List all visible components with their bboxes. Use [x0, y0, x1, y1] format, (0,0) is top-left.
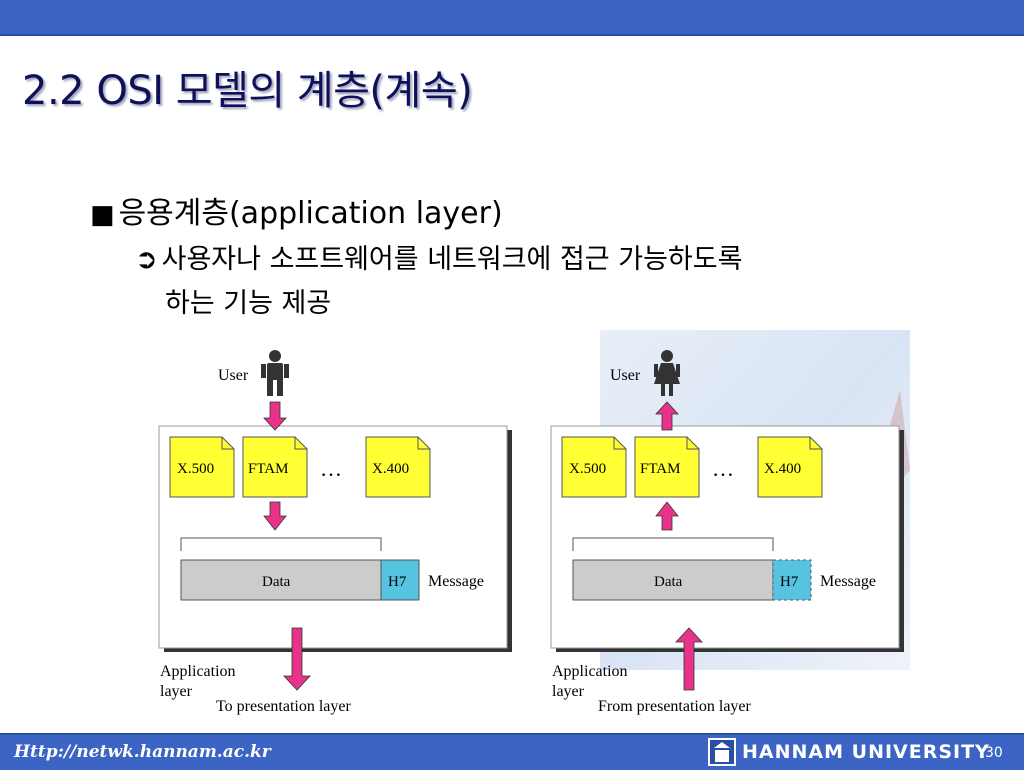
arrow-up-icon: [655, 401, 679, 431]
diagram-sender: User X.500 FTAM … X.400 Data H7 Message: [158, 350, 512, 715]
bullet-text: 응용계층(application layer): [118, 196, 503, 231]
service-x500: X.500: [177, 461, 214, 477]
square-bullet-icon: ■: [90, 200, 115, 230]
arrow-down-icon: [263, 501, 287, 531]
description-line2: 하는 기능 제공: [165, 288, 332, 319]
document-x400: X.400: [365, 436, 431, 498]
data-block: [572, 559, 774, 601]
service-ftam: FTAM: [248, 461, 288, 477]
layer-label-line1: Application: [552, 663, 628, 680]
top-bar: [0, 0, 1024, 36]
bottom-label: To presentation layer: [216, 698, 352, 715]
footer-bar: Http://netwk.hannam.ac.kr HANNAM UNIVERS…: [0, 733, 1024, 770]
arrow-bullet-icon: ➲: [135, 244, 158, 275]
service-x500: X.500: [569, 461, 606, 477]
slide-title: 2.2 OSI 모델의 계층(계속): [22, 68, 473, 114]
h7-header-block: [380, 559, 420, 601]
data-bracket: [180, 537, 382, 551]
user-female-icon: [654, 350, 680, 396]
university-name: HANNAM UNIVERSITY: [742, 741, 990, 763]
user-male-icon: [261, 350, 289, 396]
h7-label: H7: [780, 574, 799, 590]
message-label: Message: [428, 573, 484, 590]
service-x400: X.400: [372, 461, 409, 477]
description-line1: 사용자나 소프트웨어를 네트워크에 접근 가능하도록: [161, 244, 743, 275]
document-x500: X.500: [169, 436, 235, 498]
arrow-up-icon: [655, 501, 679, 531]
document-x500: X.500: [561, 436, 627, 498]
layer-label-line2: layer: [160, 683, 193, 700]
data-label: Data: [262, 574, 291, 590]
bullet-description: ➲사용자나 소프트웨어를 네트워크에 접근 가능하도록 하는 기능 제공: [135, 238, 955, 326]
document-x400: X.400: [757, 436, 823, 498]
arrow-up-icon: [675, 627, 703, 691]
arrow-down-icon: [283, 627, 311, 691]
user-label: User: [218, 367, 249, 384]
message-label: Message: [820, 573, 876, 590]
service-x400: X.400: [764, 461, 801, 477]
diagram-receiver: User X.500 FTAM … X.400 Data H7 Message …: [550, 350, 904, 715]
layer-label-line1: Application: [160, 663, 236, 680]
bullet-application-layer: ■응용계층(application layer): [90, 188, 503, 232]
document-ftam: FTAM: [634, 436, 700, 498]
bottom-label: From presentation layer: [598, 698, 752, 715]
ellipsis: …: [712, 456, 734, 481]
footer-url-link[interactable]: Http://netwk.hannam.ac.kr: [14, 742, 271, 762]
document-ftam: FTAM: [242, 436, 308, 498]
arrow-down-icon: [263, 401, 287, 431]
layer-label-line2: layer: [552, 683, 585, 700]
ellipsis: …: [320, 456, 342, 481]
user-label: User: [610, 367, 641, 384]
service-ftam: FTAM: [640, 461, 680, 477]
data-label: Data: [654, 574, 683, 590]
h7-header-block: [772, 559, 812, 601]
data-block: [180, 559, 382, 601]
data-bracket: [572, 537, 774, 551]
university-logo-icon: [708, 738, 736, 766]
h7-label: H7: [388, 574, 407, 590]
page-number: 30: [985, 745, 1003, 761]
